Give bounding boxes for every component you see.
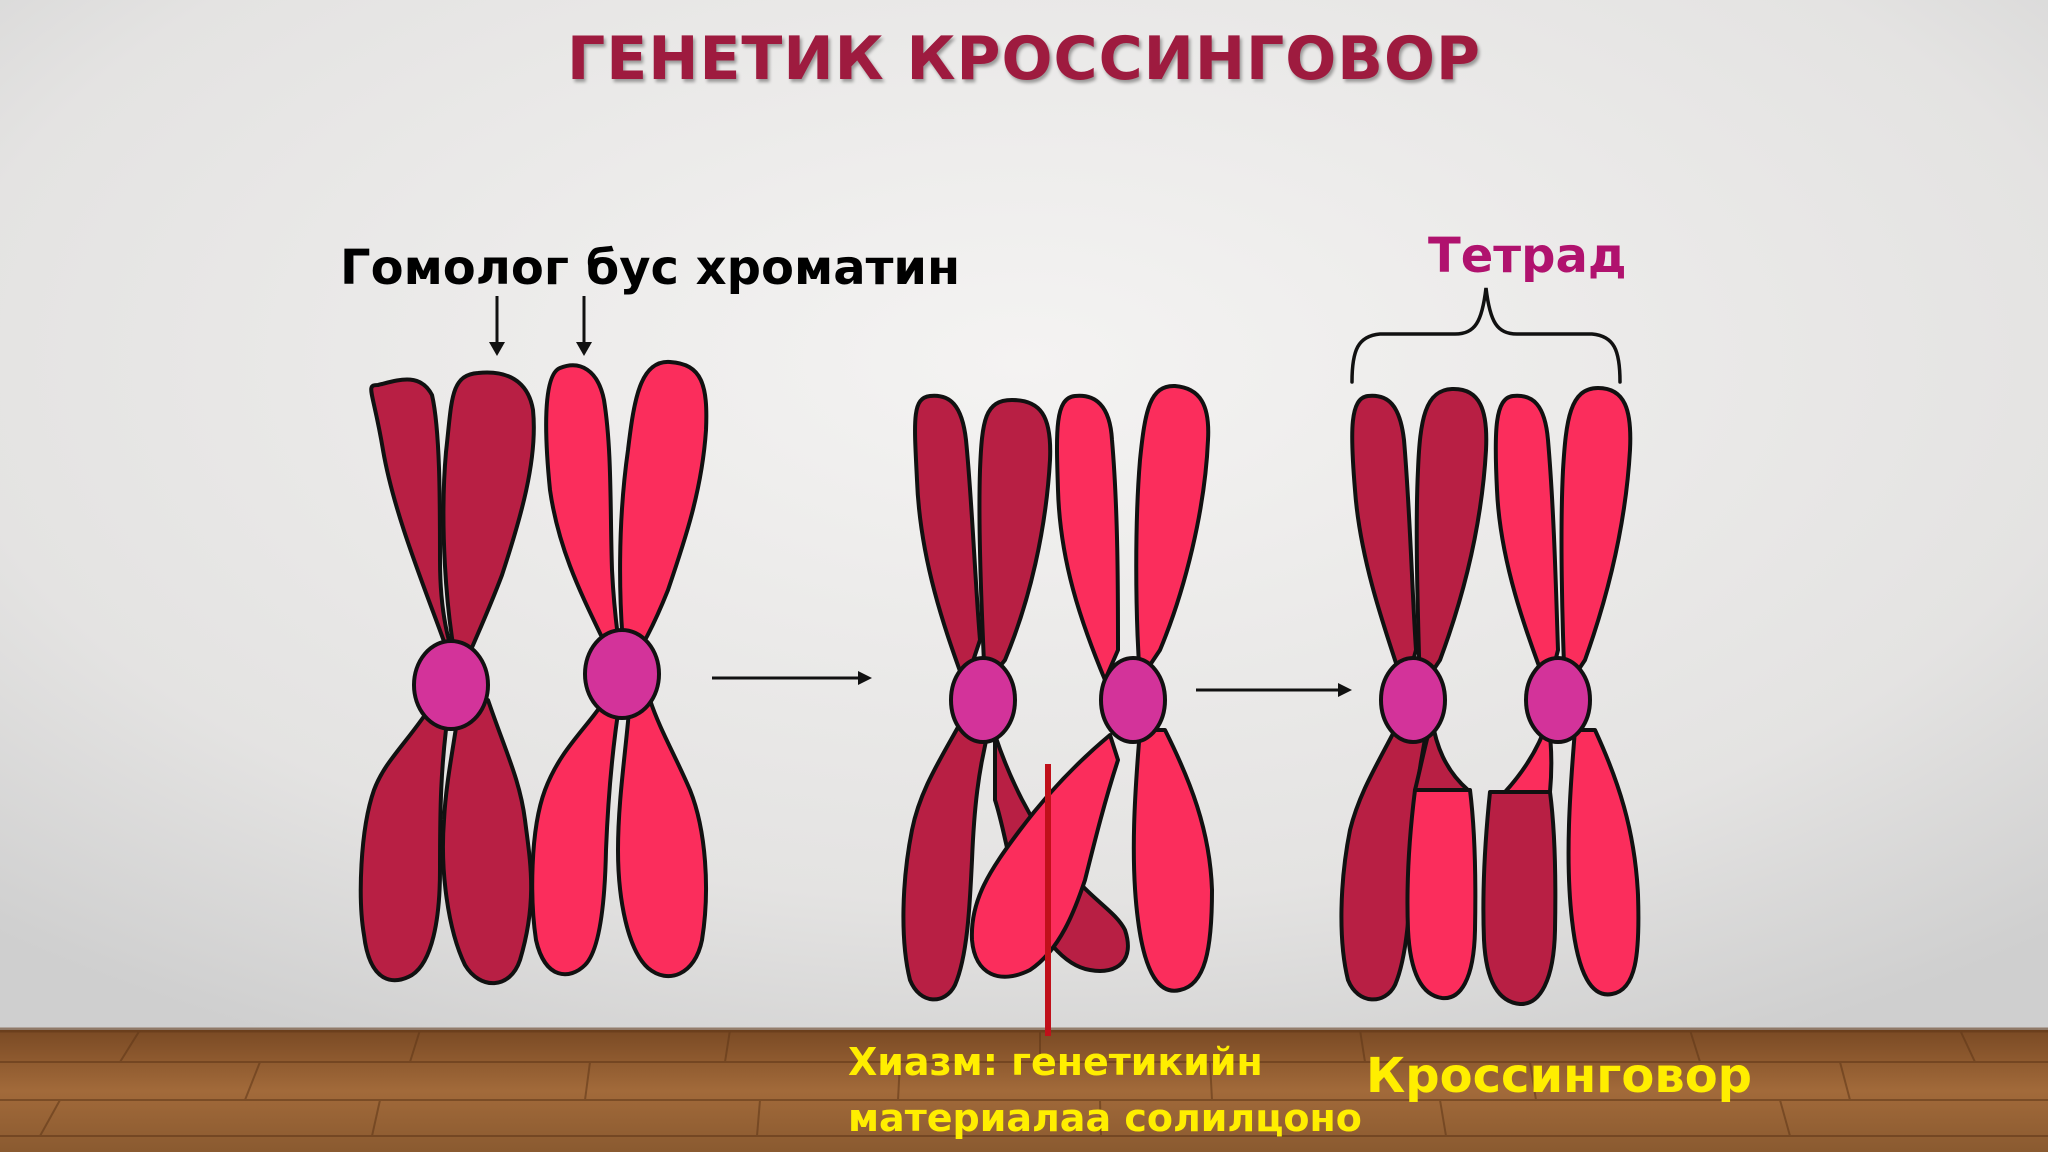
chromatid-light-lower-left	[530, 698, 622, 977]
chiasma-centromere-dark	[949, 656, 1017, 744]
arrow-right-1	[712, 671, 872, 685]
tetrad-light-lower-left-dark-segment	[1481, 790, 1558, 1007]
tetrad-pair	[1339, 386, 1641, 1007]
tetrad-dark-upper-left	[1350, 393, 1418, 692]
chromatid-light-upper-left	[544, 363, 624, 667]
tetrad-centromere-light	[1524, 656, 1592, 744]
tetrad-light-upper-left	[1493, 393, 1560, 692]
centromere-dark	[412, 639, 490, 731]
tetrad-centromere-dark	[1379, 656, 1447, 744]
chiasma-caption-line-1: Хиазм: генетикийн	[848, 1040, 1263, 1084]
chromatid-dark-upper-right	[441, 370, 536, 674]
homolog-pair	[358, 359, 709, 986]
chiasma-light-lower-right	[1131, 728, 1214, 993]
chiasma-dark-upper-right	[977, 398, 1053, 687]
centromere-light	[583, 628, 661, 720]
crossover-caption: Кроссинговор	[1366, 1048, 1753, 1104]
chiasma-light-upper-right	[1134, 383, 1211, 682]
tetrad-light-crossed-stub	[1503, 718, 1554, 794]
tetrad-light-upper-right	[1559, 386, 1633, 692]
arrow-right-2	[1196, 683, 1352, 697]
chromatid-light-upper-right	[618, 359, 709, 667]
tetrad-brace	[1350, 287, 1622, 384]
chiasma-dark-lower-left	[901, 718, 992, 1002]
floor-planks	[0, 1027, 2048, 1137]
chiasma-caption: Хиазм: генетикийн материалаа солилцоно	[848, 1034, 1362, 1146]
chiasma-centromere-light	[1099, 656, 1167, 744]
homolog-label: Гомолог бус хроматин	[340, 240, 961, 296]
chiasma-pair	[901, 383, 1214, 1002]
chiasma-light-upper-left	[1054, 393, 1120, 682]
wood-floor	[0, 1030, 2048, 1152]
tetrad-light-lower-right	[1566, 728, 1641, 997]
chromatid-dark-upper-left	[369, 377, 464, 674]
chiasma-caption-line-2: материалаа солилцоно	[848, 1096, 1362, 1140]
chromatid-dark-lower-left	[358, 698, 452, 983]
tetrad-dark-upper-right	[1414, 386, 1489, 692]
homolog-pointers	[489, 296, 592, 356]
tetrad-dark-lower-right-light-segment	[1405, 788, 1478, 1001]
chiasma-dark-upper-left	[913, 393, 982, 687]
slide-title: ГЕНЕТИК КРОССИНГОВОР	[567, 24, 1481, 94]
chiasma-light-crossing-arm	[969, 733, 1120, 979]
tetrad-label: Тетрад	[1428, 228, 1627, 284]
chromatid-light-lower-right	[616, 698, 708, 979]
chromatid-dark-lower-right	[440, 698, 534, 986]
